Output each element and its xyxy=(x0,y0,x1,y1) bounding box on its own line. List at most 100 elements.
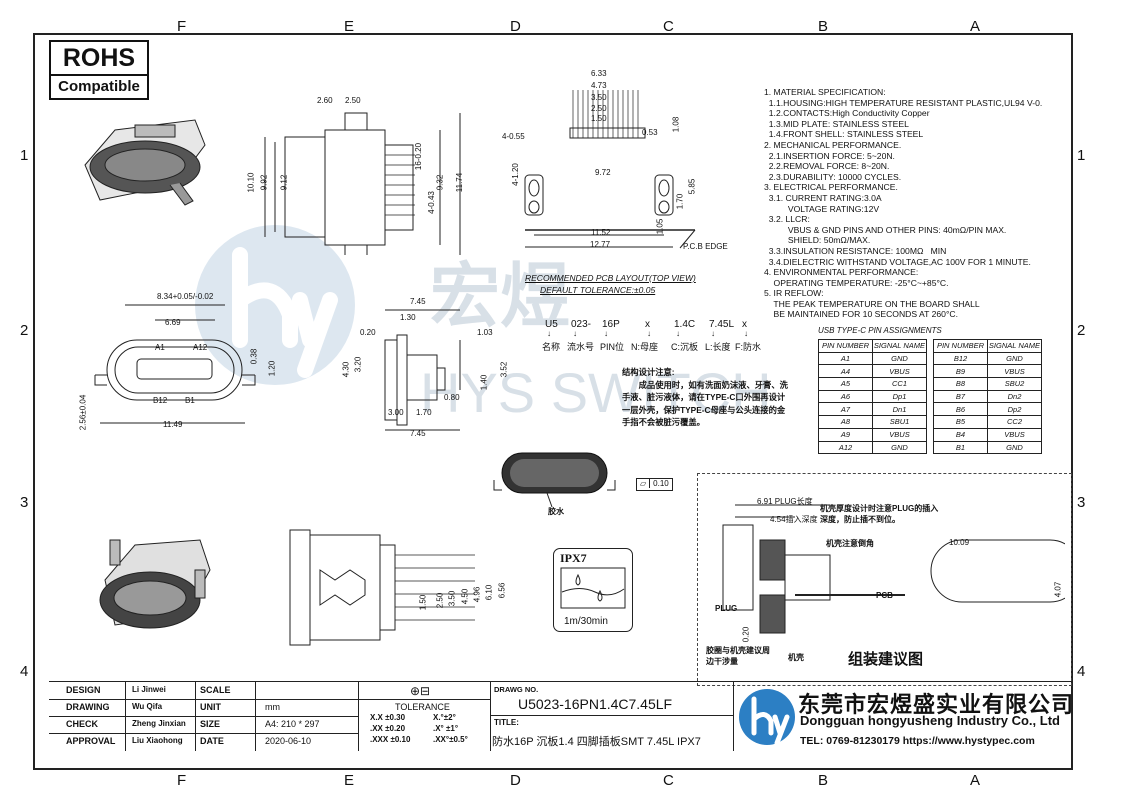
zone-label-left: 4 xyxy=(20,663,29,680)
assembly-pcb-label: PCB xyxy=(876,591,893,600)
dim-1-20: 1.20 xyxy=(267,360,277,377)
title-block-cell: APPROVAL xyxy=(66,736,116,746)
pin-cell: B6 xyxy=(933,402,988,417)
dim-1-70-side: 1.70 xyxy=(416,408,432,417)
dim-bottom-view: 4.96 xyxy=(472,586,482,603)
part-code-label: 流水号 xyxy=(567,342,595,352)
pin-cell: GND xyxy=(987,440,1042,455)
dim-bottom-view: 6.10 xyxy=(484,584,494,601)
pin-cell: A4 xyxy=(818,364,873,379)
connector-bottom-view xyxy=(289,529,475,646)
watermark-logo xyxy=(195,225,355,385)
part-code-label: L:长度 xyxy=(705,342,731,352)
pin-cell: Dp1 xyxy=(872,389,927,404)
dim-9-32: 9.32 xyxy=(435,174,445,191)
pin-cell: A8 xyxy=(818,415,873,429)
tolerance-title: TOLERANCE xyxy=(395,702,450,712)
dim-1-50: 1.50 xyxy=(591,114,607,123)
dim-0-20-gap: 0.20 xyxy=(741,626,751,643)
assembly-note-chamfer: 机壳注意倒角 xyxy=(826,539,874,548)
ipx7-title: IPX7 xyxy=(560,551,587,565)
zone-label-left: 1 xyxy=(20,147,29,164)
rohs-badge: ROHS Compatible xyxy=(49,40,149,100)
pcb-layout-title: RECOMMENDED PCB LAYOUT(TOP VIEW) xyxy=(525,273,696,283)
watermark-cn: 宏煜 xyxy=(430,257,570,335)
projection-symbol: ⊕⊟ xyxy=(410,684,431,698)
dim-bottom-view: 1.50 xyxy=(418,594,428,611)
dim-7-45-top: 7.45 xyxy=(410,297,426,306)
title-block-cell: Zheng Jinxian xyxy=(132,719,186,728)
pin-cell: VBUS xyxy=(872,364,927,379)
pin-cell: B7 xyxy=(933,389,988,404)
part-code-arrow: ↓ xyxy=(744,329,748,338)
glue-label: 胶水 xyxy=(548,507,564,516)
title-label: TITLE: xyxy=(494,718,519,727)
pin-label-a1: A1 xyxy=(155,343,165,352)
dim-1-70: 1.70 xyxy=(675,193,685,210)
zone-label-top: A xyxy=(970,18,981,35)
title-block-cell: UNIT xyxy=(200,702,221,712)
dim-10-09: 10.09 xyxy=(949,538,970,547)
part-code-segment: 7.45L xyxy=(709,319,735,330)
connector-front-view xyxy=(94,304,256,424)
dim-bottom-view: 4.50 xyxy=(460,588,470,605)
dim-4-0-55: 4-0.55 xyxy=(502,132,525,141)
assembly-note-plug: 机壳厚度设计时注意PLUG的插入深度，防止插不到位。 xyxy=(820,504,939,524)
dim-1-40: 1.40 xyxy=(479,374,489,391)
zone-label-top: D xyxy=(510,18,521,35)
flatness-value: 0.10 xyxy=(653,479,669,488)
pin-cell: A6 xyxy=(818,389,873,404)
part-code-arrow: ↓ xyxy=(573,329,577,338)
pin-table-header: SIGNAL NAME xyxy=(872,339,927,353)
rohs-subtitle: Compatible xyxy=(51,74,147,98)
pin-table-header: PIN NUMBER xyxy=(933,339,988,353)
dim-4-0-43: 4-0.43 xyxy=(426,191,436,214)
pin-cell: B1 xyxy=(933,440,988,455)
pin-cell: A7 xyxy=(818,402,873,417)
zone-label-bottom: E xyxy=(344,772,355,789)
zone-label-left: 3 xyxy=(20,494,29,511)
zone-label-right: 1 xyxy=(1077,147,1086,164)
watermark-en: HYS SWITCH xyxy=(420,361,772,424)
part-code-arrow: ↓ xyxy=(711,329,715,338)
pin-cell: VBUS xyxy=(872,427,927,442)
pin-label-a12: A12 xyxy=(193,343,208,352)
zone-label-top: B xyxy=(818,18,829,35)
title-block-cell: 2020-06-10 xyxy=(265,736,312,746)
dim-16-0-20: 16-0.20 xyxy=(414,142,424,171)
ipx7-caption: 1m/30min xyxy=(564,616,608,627)
zone-label-right: 3 xyxy=(1077,494,1086,511)
connector-iso-top xyxy=(84,119,206,206)
pin-label-b1: B1 xyxy=(185,396,195,405)
drawing-title: 防水16P 沉板1.4 四脚插板SMT 7.45L IPX7 xyxy=(492,736,701,748)
connector-iso-bottom xyxy=(99,539,211,629)
pin-cell: A1 xyxy=(818,351,873,366)
pcb-footprint xyxy=(524,90,696,249)
dim-11-52: 11.52 xyxy=(591,228,611,237)
tolerance-linear: X.X ±0.30 xyxy=(370,713,406,722)
assembly-shell-label: 机壳 xyxy=(788,653,804,662)
part-code-segment: U5 xyxy=(545,319,558,330)
dim-6-33: 6.33 xyxy=(591,69,607,78)
pin-cell: Dn2 xyxy=(987,389,1042,404)
dim-10-10: 10.10 xyxy=(246,172,256,193)
pin-cell: VBUS xyxy=(987,364,1042,379)
part-code-label: 名称 xyxy=(542,342,561,352)
zone-label-bottom: F xyxy=(177,772,187,789)
dim-9-12: 9.12 xyxy=(279,174,289,191)
part-code-arrow: ↓ xyxy=(604,329,608,338)
zone-label-bottom: B xyxy=(818,772,829,789)
dim-3-00: 3.00 xyxy=(388,408,404,417)
dim-8-34: 8.34+0.05/-0.02 xyxy=(157,292,214,301)
pin-cell: CC1 xyxy=(872,377,927,391)
pin-cell: A5 xyxy=(818,377,873,391)
part-code-arrow: ↓ xyxy=(547,329,551,338)
title-block-cell: mm xyxy=(265,702,280,712)
